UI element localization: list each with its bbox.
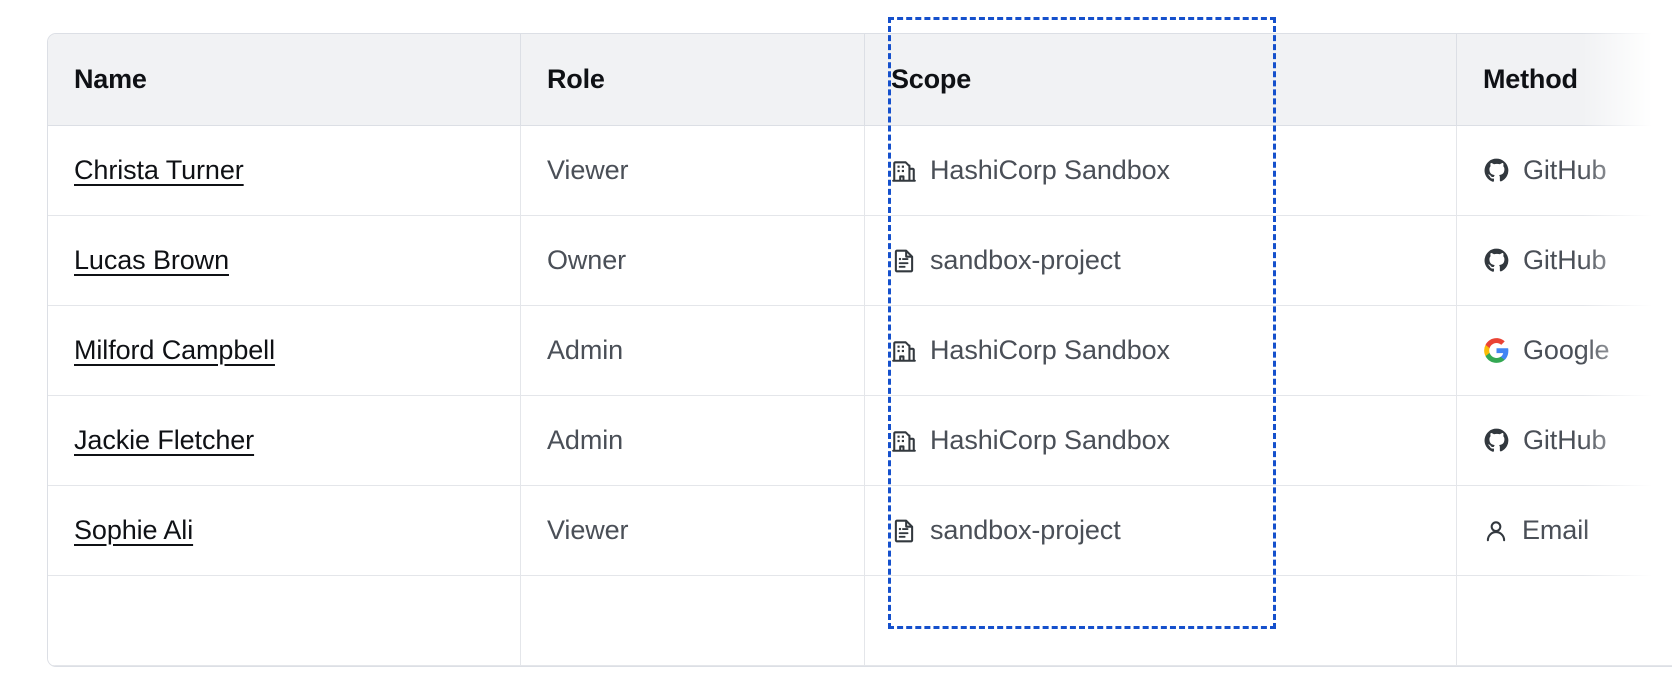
table-body: Christa Turner Viewer HashiCorp Sandbox … bbox=[48, 126, 1672, 666]
members-table-container: Name Role Scope Method Christa Turner Vi… bbox=[47, 33, 1672, 673]
scope-label: HashiCorp Sandbox bbox=[930, 155, 1170, 185]
cell-role: Viewer bbox=[520, 126, 864, 216]
method-label: Google bbox=[1523, 335, 1610, 365]
cell-blank bbox=[1254, 126, 1456, 216]
project-document-icon bbox=[891, 518, 917, 544]
table-row bbox=[48, 576, 1672, 666]
cell-method: Google bbox=[1456, 306, 1672, 396]
cell-method: GitHub bbox=[1456, 216, 1672, 306]
github-icon bbox=[1483, 157, 1510, 184]
members-table: Name Role Scope Method Christa Turner Vi… bbox=[47, 33, 1672, 667]
table-header-row: Name Role Scope Method bbox=[48, 34, 1672, 126]
column-header-role[interactable]: Role bbox=[520, 34, 864, 126]
cell-scope: HashiCorp Sandbox bbox=[864, 396, 1254, 486]
cell-blank bbox=[1254, 306, 1456, 396]
method-label: GitHub bbox=[1523, 425, 1607, 455]
column-header-blank bbox=[1254, 34, 1456, 126]
organization-icon bbox=[891, 428, 917, 454]
member-name-link[interactable]: Sophie Ali bbox=[74, 515, 194, 545]
member-name-link[interactable]: Jackie Fletcher bbox=[74, 425, 255, 455]
google-icon bbox=[1483, 337, 1510, 364]
table-row: Milford Campbell Admin HashiCorp Sandbox… bbox=[48, 306, 1672, 396]
cell-scope bbox=[864, 576, 1254, 666]
cell-method: GitHub bbox=[1456, 396, 1672, 486]
scope-label: HashiCorp Sandbox bbox=[930, 335, 1170, 365]
cell-role: Owner bbox=[520, 216, 864, 306]
cell-role: Viewer bbox=[520, 486, 864, 576]
cell-method: GitHub bbox=[1456, 126, 1672, 216]
member-name-link[interactable]: Milford Campbell bbox=[74, 335, 275, 365]
cell-name: Sophie Ali bbox=[48, 486, 520, 576]
organization-icon bbox=[891, 158, 917, 184]
cell-blank bbox=[1254, 396, 1456, 486]
user-icon bbox=[1483, 518, 1509, 544]
method-label: Email bbox=[1522, 515, 1590, 545]
table-row: Sophie Ali Viewer sandbox-project Email bbox=[48, 486, 1672, 576]
table-row: Lucas Brown Owner sandbox-project GitHub bbox=[48, 216, 1672, 306]
cell-scope: HashiCorp Sandbox bbox=[864, 306, 1254, 396]
table-row: Jackie Fletcher Admin HashiCorp Sandbox … bbox=[48, 396, 1672, 486]
cell-name: Jackie Fletcher bbox=[48, 396, 520, 486]
cell-scope: HashiCorp Sandbox bbox=[864, 126, 1254, 216]
scope-label: HashiCorp Sandbox bbox=[930, 425, 1170, 455]
scope-label: sandbox-project bbox=[930, 515, 1121, 545]
cell-name bbox=[48, 576, 520, 666]
cell-scope: sandbox-project bbox=[864, 216, 1254, 306]
table-header: Name Role Scope Method bbox=[48, 34, 1672, 126]
cell-blank bbox=[1254, 216, 1456, 306]
project-document-icon bbox=[891, 248, 917, 274]
column-header-method[interactable]: Method bbox=[1456, 34, 1672, 126]
cell-method: Email bbox=[1456, 486, 1672, 576]
column-header-name[interactable]: Name bbox=[48, 34, 520, 126]
cell-name: Christa Turner bbox=[48, 126, 520, 216]
organization-icon bbox=[891, 338, 917, 364]
cell-name: Milford Campbell bbox=[48, 306, 520, 396]
cell-scope: sandbox-project bbox=[864, 486, 1254, 576]
scope-label: sandbox-project bbox=[930, 245, 1121, 275]
github-icon bbox=[1483, 247, 1510, 274]
cell-blank bbox=[1254, 576, 1456, 666]
cell-role: Admin bbox=[520, 396, 864, 486]
cell-role bbox=[520, 576, 864, 666]
github-icon bbox=[1483, 427, 1510, 454]
method-label: GitHub bbox=[1523, 155, 1607, 185]
cell-role: Admin bbox=[520, 306, 864, 396]
method-label: GitHub bbox=[1523, 245, 1607, 275]
member-name-link[interactable]: Lucas Brown bbox=[74, 245, 229, 275]
column-header-scope[interactable]: Scope bbox=[864, 34, 1254, 126]
table-row: Christa Turner Viewer HashiCorp Sandbox … bbox=[48, 126, 1672, 216]
cell-name: Lucas Brown bbox=[48, 216, 520, 306]
cell-method bbox=[1456, 576, 1672, 666]
member-name-link[interactable]: Christa Turner bbox=[74, 155, 244, 185]
cell-blank bbox=[1254, 486, 1456, 576]
